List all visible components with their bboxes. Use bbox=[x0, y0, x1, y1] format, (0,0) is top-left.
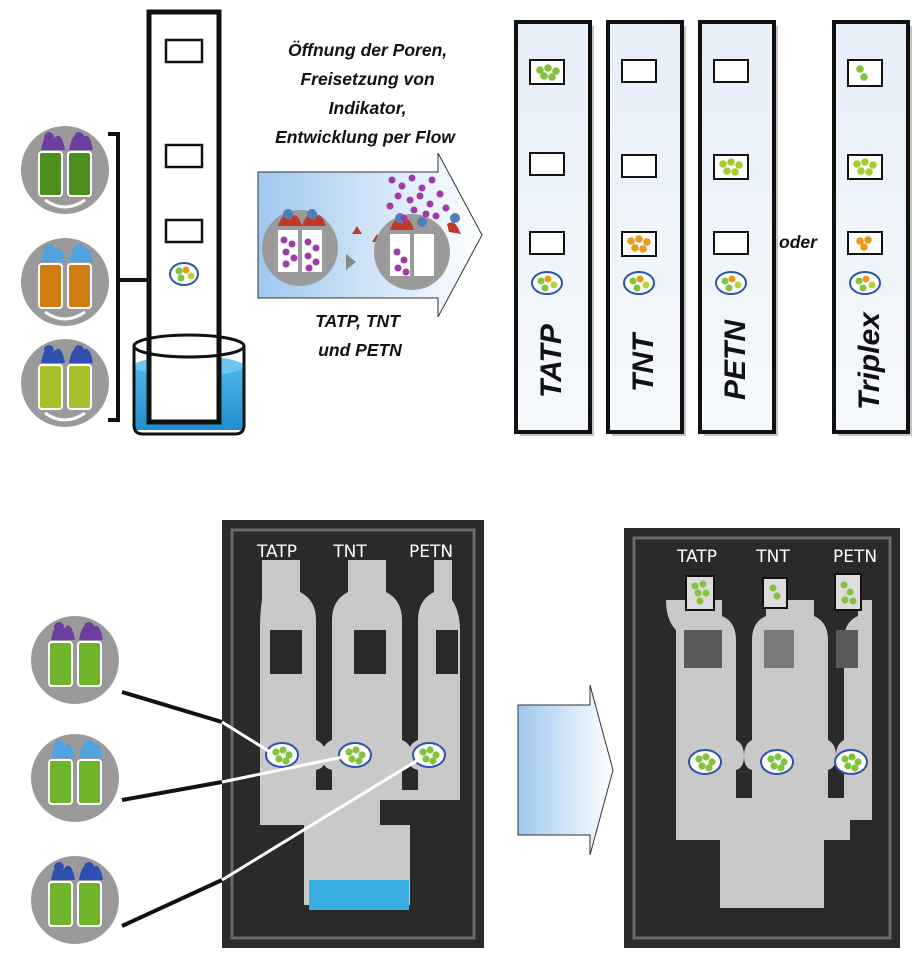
legend-bracket bbox=[108, 132, 150, 422]
chip-before-label-tatp: TATP bbox=[256, 542, 297, 562]
strip-label-tatp: TATP bbox=[535, 323, 568, 398]
chip-after-label-tnt: TNT bbox=[755, 547, 790, 567]
chip-particle-lightblue bbox=[31, 734, 119, 822]
dipstick bbox=[146, 9, 222, 425]
chip-before-spots bbox=[265, 742, 446, 768]
particle-lightblue bbox=[21, 238, 109, 326]
connector-line-1 bbox=[121, 690, 223, 724]
result-strip-tatp: TATP bbox=[514, 20, 594, 436]
connector-line-2 bbox=[121, 780, 223, 802]
process-line-1: Öffnung der Poren, bbox=[288, 40, 447, 60]
released-indicator bbox=[386, 174, 450, 222]
chip-after: TATP TNT PETN bbox=[624, 528, 900, 948]
sample-spot bbox=[169, 262, 199, 286]
dipstick-assembly bbox=[132, 9, 246, 436]
particle-legend bbox=[21, 126, 150, 427]
chip-after-label-petn: PETN bbox=[833, 547, 877, 567]
chip-particle-darkblue bbox=[31, 856, 119, 944]
result-strip-petn: PETN bbox=[698, 20, 778, 436]
analytes-line-2: und PETN bbox=[318, 340, 402, 360]
analytes-text: TATP, TNT und PETN bbox=[315, 311, 404, 360]
strip-label-triplex: Triplex bbox=[853, 311, 886, 410]
analytes-line-1: TATP, TNT bbox=[315, 311, 401, 331]
chip-arrow bbox=[517, 684, 614, 856]
chip-reservoir bbox=[309, 880, 409, 910]
chip-particle-violet bbox=[31, 616, 119, 704]
particle-violet bbox=[21, 126, 109, 214]
chip-before: TATP TNT PETN bbox=[121, 520, 484, 948]
result-strip-triplex: Triplex bbox=[832, 20, 912, 436]
process-line-3: Indikator, bbox=[329, 98, 407, 118]
beaker bbox=[132, 346, 246, 436]
chip-after-detection-zones bbox=[685, 573, 862, 611]
particle-darkblue bbox=[21, 339, 109, 427]
chip-before-label-tnt: TNT bbox=[332, 542, 367, 562]
process-line-2: Freisetzung von bbox=[300, 69, 434, 89]
connector-line-3 bbox=[121, 878, 223, 928]
process-line-4: Entwicklung per Flow bbox=[275, 127, 456, 147]
chip-particle-legend bbox=[31, 616, 119, 944]
oder-label: oder bbox=[779, 232, 818, 252]
strip-label-petn: PETN bbox=[719, 319, 752, 400]
process-arrow bbox=[257, 152, 483, 318]
chip-after-label-tatp: TATP bbox=[676, 547, 717, 567]
strip-label-tnt: TNT bbox=[627, 331, 660, 392]
result-strips: TATP TNT PETN oder bbox=[514, 20, 912, 436]
chip-after-spots bbox=[688, 749, 868, 775]
chip-before-label-petn: PETN bbox=[409, 542, 453, 562]
svg-text:Öffnung der Poren, Freis: Öffnung der Poren, Freisetzung von Indik… bbox=[275, 40, 456, 147]
process-description: Öffnung der Poren, Freisetzung von Indik… bbox=[275, 40, 456, 147]
result-strip-tnt: TNT bbox=[606, 20, 686, 436]
